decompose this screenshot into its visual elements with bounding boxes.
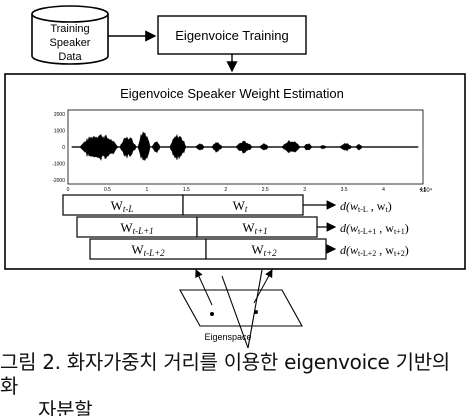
weight-right-2: Wt+1 <box>242 220 267 236</box>
distance-2: d(wt-L+1 , wt+1) <box>340 221 409 236</box>
training-data-label-3: Data <box>58 51 82 63</box>
weight-left-1: Wt-L <box>111 198 134 214</box>
weight-right-3: Wt+2 <box>251 242 277 258</box>
distance-1: d(wt-L , wt) <box>340 199 392 214</box>
x-tick-label: 0 <box>67 187 70 193</box>
weight-row-1: Wt-L Wt d(wt-L , wt) <box>62 194 392 216</box>
y-tick-label: -1000 <box>52 162 65 168</box>
eigenvoice-diagram: Training Speaker Data Eigenvoice Trainin… <box>4 5 466 349</box>
y-tick-label: 0 <box>62 145 65 151</box>
x-multiplier-label: x10⁴ <box>420 187 433 194</box>
x-tick-label: 4 <box>382 187 385 193</box>
y-tick-label: 2000 <box>54 112 65 118</box>
x-tick-label: 0.5 <box>104 187 111 193</box>
eigenspace-label: Eigenspace <box>204 332 251 342</box>
eigenvoice-training-box: Eigenvoice Training <box>157 15 307 55</box>
speech-waveform <box>71 131 419 162</box>
eigenspace-point-1 <box>210 312 214 316</box>
x-tick-label: 3 <box>303 187 306 193</box>
weight-row-2: Wt-L+1 Wt+1 d(wt-L+1 , wt+1) <box>76 216 409 238</box>
x-tick-label: 1 <box>145 187 148 193</box>
y-tick-label: 1000 <box>54 129 65 135</box>
x-tick-label: 2 <box>224 187 227 193</box>
training-data-label-1: Training <box>50 23 89 35</box>
x-tick-label: 4.5 <box>420 187 427 193</box>
caption-line-1: 그림 2. 화자가중치 거리를 이용한 eigenvoice 기반의 화 <box>0 350 450 398</box>
weight-left-3: Wt-L+2 <box>131 242 165 258</box>
eigenspace-point-2 <box>254 310 258 314</box>
distance-3: d(wt-L+2 , wt+2) <box>340 243 409 258</box>
estimation-title: Eigenvoice Speaker Weight Estimation <box>120 86 344 101</box>
x-tick-label: 2.5 <box>262 187 269 193</box>
caption-line-2: 자분할 <box>38 398 93 416</box>
weight-left-2: Wt-L+1 <box>120 220 153 236</box>
waveform-plot: 2000 1000 0 -1000 -2000 0 0.5 1 1.5 2 2.5 3 3.5 4 4.5… <box>52 109 433 194</box>
projection-arrow-2 <box>253 269 273 304</box>
figure-caption: 그림 2. 화자가중치 거리를 이용한 eigenvoice 기반의 화 자분할 <box>0 350 474 416</box>
x-tick-label: 3.5 <box>341 187 348 193</box>
training-data-label-2: Speaker <box>50 37 91 49</box>
weight-row-3: Wt-L+2 Wt+2 d(wt-L+2 , wt+2) <box>89 238 409 260</box>
eigenspace-plane: Eigenspace <box>179 269 303 349</box>
training-data-cylinder: Training Speaker Data <box>31 5 109 65</box>
y-tick-label: -2000 <box>52 178 65 184</box>
eigenvoice-training-label: Eigenvoice Training <box>175 28 288 43</box>
weight-right-1: Wt <box>233 198 248 214</box>
x-tick-label: 1.5 <box>183 187 190 193</box>
projection-arrow-1 <box>195 269 213 306</box>
